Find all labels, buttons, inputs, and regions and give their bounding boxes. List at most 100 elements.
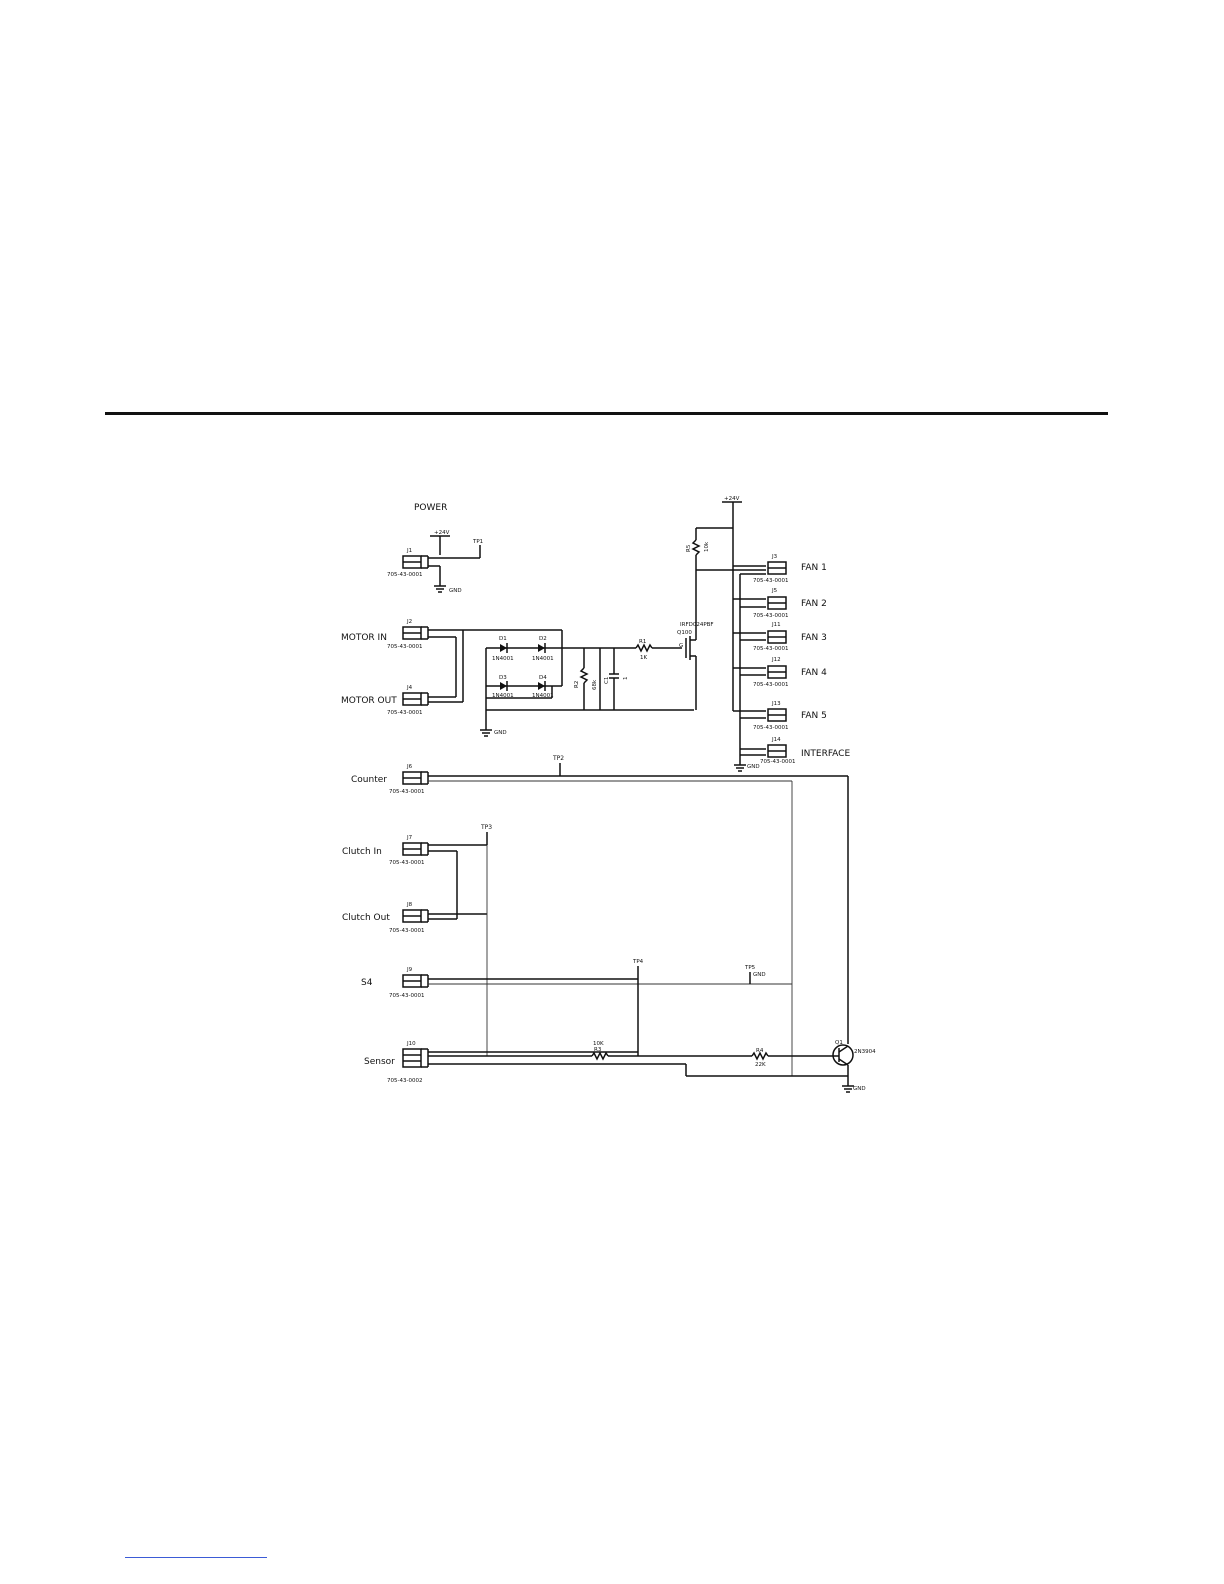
- connector-j14: J14 705-43-0001 INTERFACE: [740, 737, 850, 765]
- svg-text:705-43-0001: 705-43-0001: [389, 789, 424, 795]
- svg-text:68k: 68k: [592, 679, 598, 690]
- svg-text:G: G: [679, 643, 683, 649]
- svg-text:D4: D4: [539, 675, 547, 681]
- tp3-label: TP3: [480, 824, 492, 831]
- svg-text:705-43-0001: 705-43-0001: [753, 682, 788, 688]
- ground-symbol: [734, 764, 746, 772]
- svg-text:FAN 5: FAN 5: [801, 711, 827, 721]
- svg-text:1N4001: 1N4001: [532, 656, 554, 662]
- gnd-label: GND: [853, 1086, 866, 1092]
- connector-j9: J9 705-43-0001: [389, 967, 429, 999]
- svg-text:10K: 10K: [593, 1041, 604, 1047]
- ground-symbol: [842, 1085, 854, 1093]
- counter-label: Counter: [351, 775, 387, 785]
- mosfet-q100: IRFD024PBF Q100 G: [677, 570, 714, 710]
- svg-text:1N4001: 1N4001: [532, 693, 554, 699]
- svg-text:1N4001: 1N4001: [492, 693, 514, 699]
- svg-text:FAN 3: FAN 3: [801, 633, 827, 643]
- svg-text:D3: D3: [499, 675, 507, 681]
- resistor-r5-label: R5 10k: [686, 541, 710, 552]
- diode-d3: D3 1N4001: [492, 675, 514, 699]
- svg-text:IRFD024PBF: IRFD024PBF: [680, 622, 714, 628]
- svg-text:1: 1: [623, 677, 629, 681]
- svg-text:FAN 4: FAN 4: [801, 668, 827, 678]
- tp5-gnd-label: GND: [753, 972, 766, 978]
- connector-j12: J12 705-43-0001 FAN 4: [733, 657, 827, 688]
- tp4-label: TP4: [632, 959, 644, 965]
- svg-text:R1: R1: [639, 639, 646, 645]
- svg-text:705-43-0001: 705-43-0001: [753, 578, 788, 584]
- ground-symbol: [480, 729, 492, 737]
- svg-text:J6: J6: [406, 764, 413, 770]
- resistor-r4-label: R4 22K: [755, 1048, 766, 1068]
- svg-text:22K: 22K: [755, 1062, 766, 1068]
- connector-j2: J2 705-43-0001: [387, 619, 429, 650]
- svg-text:705-43-0001: 705-43-0001: [753, 646, 788, 652]
- gnd-label: GND: [494, 730, 507, 736]
- ground-symbol: [434, 585, 446, 593]
- svg-text:FAN 2: FAN 2: [801, 599, 827, 609]
- motor-out-label: MOTOR OUT: [341, 696, 397, 706]
- svg-text:705-43-0001: 705-43-0001: [753, 725, 788, 731]
- svg-text:R3: R3: [594, 1047, 602, 1053]
- svg-text:705-43-0001: 705-43-0001: [760, 759, 795, 765]
- svg-text:D1: D1: [499, 636, 507, 642]
- svg-text:2N3904: 2N3904: [854, 1049, 876, 1055]
- tp2-label: TP2: [552, 755, 564, 762]
- svg-text:1K: 1K: [640, 655, 647, 661]
- svg-text:J9: J9: [406, 967, 413, 973]
- svg-text:J12: J12: [771, 657, 781, 663]
- svg-text:705-43-0001: 705-43-0001: [387, 644, 422, 650]
- connector-j3: J3 705-43-0001 FAN 1: [733, 554, 827, 584]
- plus24-label: +24V: [724, 496, 740, 502]
- section-divider: [105, 412, 1108, 415]
- svg-text:10k: 10k: [704, 541, 710, 552]
- connector-j4: J4 705-43-0001: [387, 685, 429, 716]
- sensor-label: Sensor: [364, 1057, 395, 1067]
- svg-text:R2: R2: [574, 681, 580, 688]
- resistor-r3-label: 10K R3: [593, 1041, 604, 1053]
- gnd-label: GND: [449, 588, 462, 594]
- svg-text:Q1: Q1: [835, 1040, 843, 1046]
- svg-text:Q100: Q100: [677, 630, 692, 636]
- svg-text:J14: J14: [771, 737, 781, 743]
- diode-d4: D4 1N4001: [532, 675, 554, 699]
- svg-text:J13: J13: [771, 701, 781, 707]
- svg-text:J1: J1: [406, 548, 412, 554]
- svg-text:FAN 1: FAN 1: [801, 563, 827, 573]
- diode-d1: D1 1N4001: [492, 636, 514, 662]
- diode-d2: D2 1N4001: [532, 636, 554, 662]
- capacitor-c1-label: C1 1: [604, 677, 629, 685]
- svg-text:J7: J7: [406, 835, 413, 841]
- svg-text:R4: R4: [756, 1048, 764, 1054]
- connector-j6: J6 705-43-0001: [389, 764, 429, 795]
- transistor-q1: Q1 2N3904: [832, 1040, 876, 1066]
- svg-text:D2: D2: [539, 636, 547, 642]
- footnote-separator: [125, 1557, 267, 1558]
- clutch-out-label: Clutch Out: [342, 913, 390, 923]
- svg-text:J11: J11: [771, 622, 781, 628]
- svg-text:C1: C1: [604, 677, 610, 684]
- resistor-r2-label: R2 68k: [574, 679, 598, 690]
- gnd-label: GND: [747, 764, 760, 770]
- svg-text:J2: J2: [406, 619, 412, 625]
- connector-j11: J11 705-43-0001 FAN 3: [733, 622, 827, 652]
- connector-j1: J1 705-43-0001: [387, 548, 429, 578]
- clutch-in-label: Clutch In: [342, 847, 382, 857]
- svg-text:705-43-0001: 705-43-0001: [389, 993, 424, 999]
- s4-label: S4: [361, 978, 373, 988]
- svg-text:705-43-0001: 705-43-0001: [387, 710, 422, 716]
- svg-text:R5: R5: [686, 544, 692, 552]
- svg-text:J4: J4: [406, 685, 413, 691]
- resistor-r1-label: R1 1K: [639, 639, 647, 661]
- svg-text:INTERFACE: INTERFACE: [801, 749, 850, 759]
- svg-text:J3: J3: [771, 554, 778, 560]
- motor-in-label: MOTOR IN: [341, 633, 387, 643]
- svg-text:705-43-0002: 705-43-0002: [387, 1078, 422, 1084]
- connector-j13: J13 705-43-0001 FAN 5: [733, 701, 827, 731]
- connector-j8: J8 705-43-0001: [389, 902, 429, 934]
- svg-text:705-43-0001: 705-43-0001: [389, 860, 424, 866]
- plus24-label: +24V: [434, 530, 450, 536]
- svg-text:705-43-0001: 705-43-0001: [389, 928, 424, 934]
